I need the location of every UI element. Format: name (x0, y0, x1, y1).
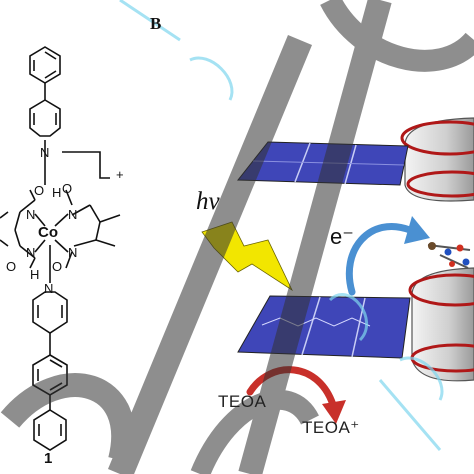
atom-o-left-top: O (34, 183, 45, 198)
atom-o-right-bottom: O (52, 259, 63, 274)
watermark-cyan (119, 0, 444, 451)
atom-o-right-top: O (62, 181, 73, 196)
catalyst-molecule-model (427, 242, 471, 269)
upper-cage (400, 117, 474, 202)
electron-transfer-arrow (345, 222, 414, 296)
lower-cage (408, 267, 474, 382)
atom-h-top: H (52, 185, 62, 200)
atom-n-left-upper: N (26, 207, 36, 222)
donor-oxidation-arrow (246, 366, 338, 412)
atom-cobalt: Co (38, 224, 58, 241)
lower-photosensitizer-panel (237, 295, 411, 359)
atom-n-bottom: N (44, 281, 54, 296)
atom-h-bottom: H (30, 267, 40, 282)
bottom-pyridine-ring (32, 291, 68, 334)
donor-oxidized-label: TEOA⁺ (302, 418, 360, 437)
compound-number-label: 1 (44, 450, 53, 467)
atom-n-right-upper: N (68, 207, 78, 222)
charge-label: + (116, 167, 124, 182)
top-pyridine-ring (29, 99, 61, 137)
donor-label: TEOA (218, 392, 267, 411)
light-label: hv (196, 188, 220, 215)
atom-n-right-lower: N (68, 245, 78, 260)
atom-o-left-bottom: O (6, 259, 17, 274)
panel-label: B (150, 14, 162, 33)
electron-label: e⁻ (330, 224, 354, 249)
atom-n-left-lower: N (26, 245, 36, 260)
atom-n-top: N (40, 145, 50, 160)
bottom-terminal-phenyl-ring (33, 409, 67, 451)
